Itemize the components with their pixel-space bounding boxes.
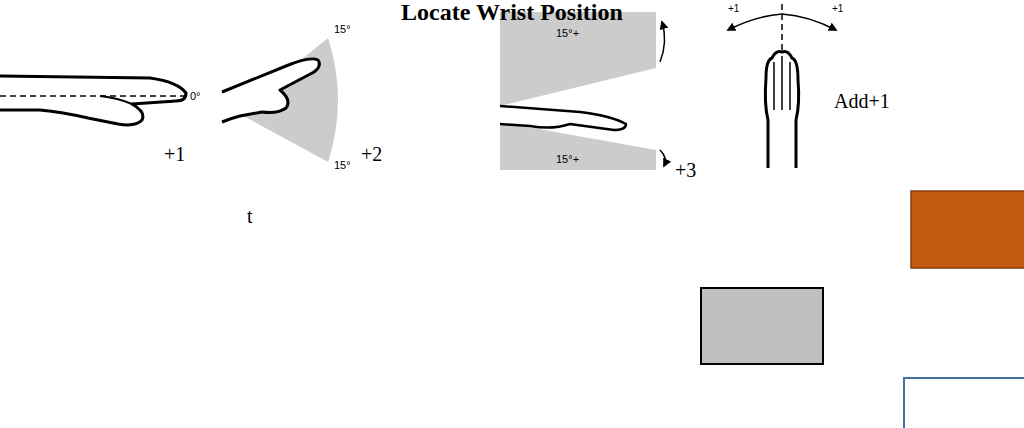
angle-label: 0° bbox=[190, 91, 201, 102]
page-title: Locate Wrist Position bbox=[0, 0, 1024, 24]
score-label: +1 bbox=[728, 4, 739, 14]
white-box bbox=[904, 378, 1024, 428]
grey-box bbox=[701, 288, 823, 364]
angle-label: 15° bbox=[334, 24, 351, 35]
score-label: +1 bbox=[832, 4, 843, 14]
score-label: Add+1 bbox=[834, 91, 890, 111]
score-label: +2 bbox=[361, 144, 382, 164]
hand-neutral bbox=[0, 76, 186, 125]
hand-over-15-degrees bbox=[500, 12, 665, 170]
score-label: +3 bbox=[675, 160, 696, 180]
angle-label: 15°+ bbox=[556, 28, 579, 39]
angle-label: 15° bbox=[334, 160, 351, 171]
score-label: +1 bbox=[164, 144, 185, 164]
stray-label: t bbox=[247, 206, 253, 226]
orange-box bbox=[911, 191, 1024, 268]
hand-deviation bbox=[728, 4, 836, 168]
hand-15-degrees bbox=[222, 38, 338, 162]
angle-label: 15°+ bbox=[556, 154, 579, 165]
